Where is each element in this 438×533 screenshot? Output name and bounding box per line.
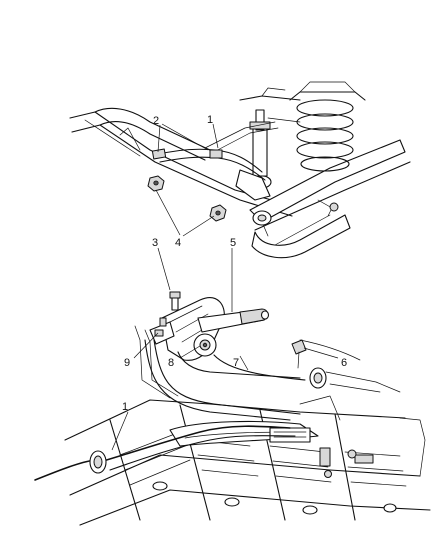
leader-2b xyxy=(161,123,209,151)
callout-labels: 1 2 3 4 5 6 7 8 9 1 xyxy=(122,114,347,413)
leader-2a xyxy=(157,124,161,153)
callout-1-bottom: 1 xyxy=(122,401,128,413)
callout-1-top: 1 xyxy=(207,114,213,126)
coil-spring xyxy=(289,81,366,172)
leader-1-top xyxy=(212,123,219,149)
callout-9: 9 xyxy=(124,357,130,369)
leader-3 xyxy=(157,247,171,291)
leader-8 xyxy=(179,345,201,359)
leader-6 xyxy=(303,347,339,359)
leader-1-bottom xyxy=(111,411,129,451)
cable-clip xyxy=(291,339,307,369)
underbody-floor-pan xyxy=(34,339,431,526)
callout-4: 4 xyxy=(175,237,181,249)
leader-7 xyxy=(239,355,249,371)
mounting-bolt xyxy=(169,291,181,311)
leader-lines xyxy=(111,123,339,451)
cable-grommet xyxy=(89,450,107,474)
callout-7: 7 xyxy=(233,357,239,369)
leader-4b xyxy=(182,215,215,237)
callout-6: 6 xyxy=(341,357,347,369)
callout-5: 5 xyxy=(230,237,236,249)
parking-brake-lever-assembly xyxy=(134,291,401,399)
nut-left xyxy=(147,175,165,192)
rear-suspension-frame-assembly xyxy=(69,81,411,259)
leader-9 xyxy=(133,332,159,359)
callout-2: 2 xyxy=(153,115,159,127)
leader-4a xyxy=(155,189,181,236)
nut-right xyxy=(209,204,227,222)
callout-3: 3 xyxy=(152,237,158,249)
callout-8: 8 xyxy=(168,357,174,369)
